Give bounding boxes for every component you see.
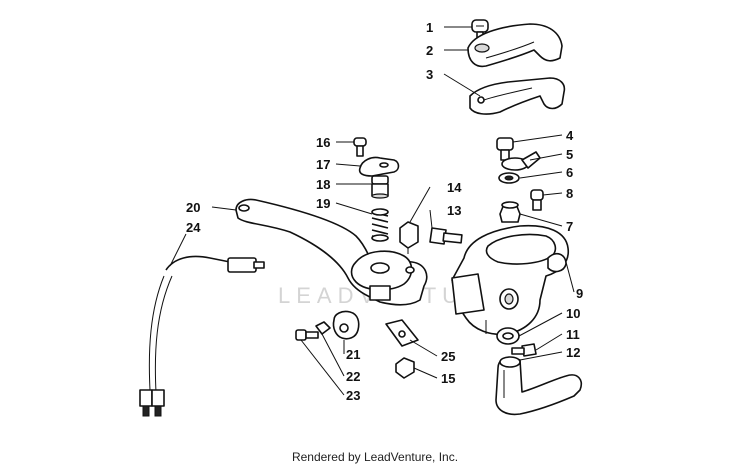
leader-lines (169, 26, 575, 396)
part-16-screw (353, 137, 367, 157)
part-9-master-cylinder-housing (451, 224, 570, 336)
callout-7: 7 (566, 219, 573, 234)
part-22-spacer (315, 321, 331, 335)
part-21-brake-switch (332, 310, 360, 340)
callout-20: 20 (186, 200, 200, 215)
callout-17: 17 (316, 157, 330, 172)
part-13-bolt (429, 227, 463, 245)
part-8-screw (530, 189, 544, 211)
part-15-nut (395, 357, 415, 379)
part-10-o-ring (496, 327, 520, 345)
part-18-fitting (371, 175, 389, 199)
callout-13: 13 (447, 203, 461, 218)
part-12-throttle-arm (495, 356, 582, 416)
part-17-bracket-plate (358, 156, 400, 177)
callout-12: 12 (566, 345, 580, 360)
callout-16: 16 (316, 135, 330, 150)
part-20-brake-lever (235, 198, 428, 306)
part-6-washer (498, 172, 520, 184)
callout-9: 9 (576, 286, 583, 301)
callout-21: 21 (346, 347, 360, 362)
part-14-pivot-nut (399, 221, 419, 254)
part-24-switch-wire (139, 255, 265, 417)
callout-10: 10 (566, 306, 580, 321)
part-11-bolt (511, 343, 537, 357)
callout-2: 2 (426, 43, 433, 58)
callout-6: 6 (566, 165, 573, 180)
callout-22: 22 (346, 369, 360, 384)
callout-3: 3 (426, 67, 433, 82)
callout-numbers: 1 2 3 4 5 6 8 7 9 10 11 12 14 13 25 15 1… (186, 20, 583, 403)
callout-18: 18 (316, 177, 330, 192)
callout-25: 25 (441, 349, 455, 364)
callout-5: 5 (566, 147, 573, 162)
callout-14: 14 (447, 180, 462, 195)
callout-11: 11 (566, 327, 580, 342)
callout-4: 4 (566, 128, 574, 143)
part-25-mount-plate (385, 319, 419, 347)
callout-19: 19 (316, 196, 330, 211)
callout-23: 23 (346, 388, 360, 403)
part-23-screw (295, 329, 319, 341)
part-3-gasket (469, 77, 566, 115)
part-19-spring (371, 208, 389, 242)
part-2-housing-cover (467, 23, 563, 68)
callout-1: 1 (426, 20, 433, 35)
callout-8: 8 (566, 186, 573, 201)
callout-24: 24 (186, 220, 201, 235)
callout-15: 15 (441, 371, 455, 386)
part-7-switch (499, 201, 521, 223)
part-4-screw (496, 137, 514, 161)
footer-credit: Rendered by LeadVenture, Inc. (291, 450, 459, 464)
